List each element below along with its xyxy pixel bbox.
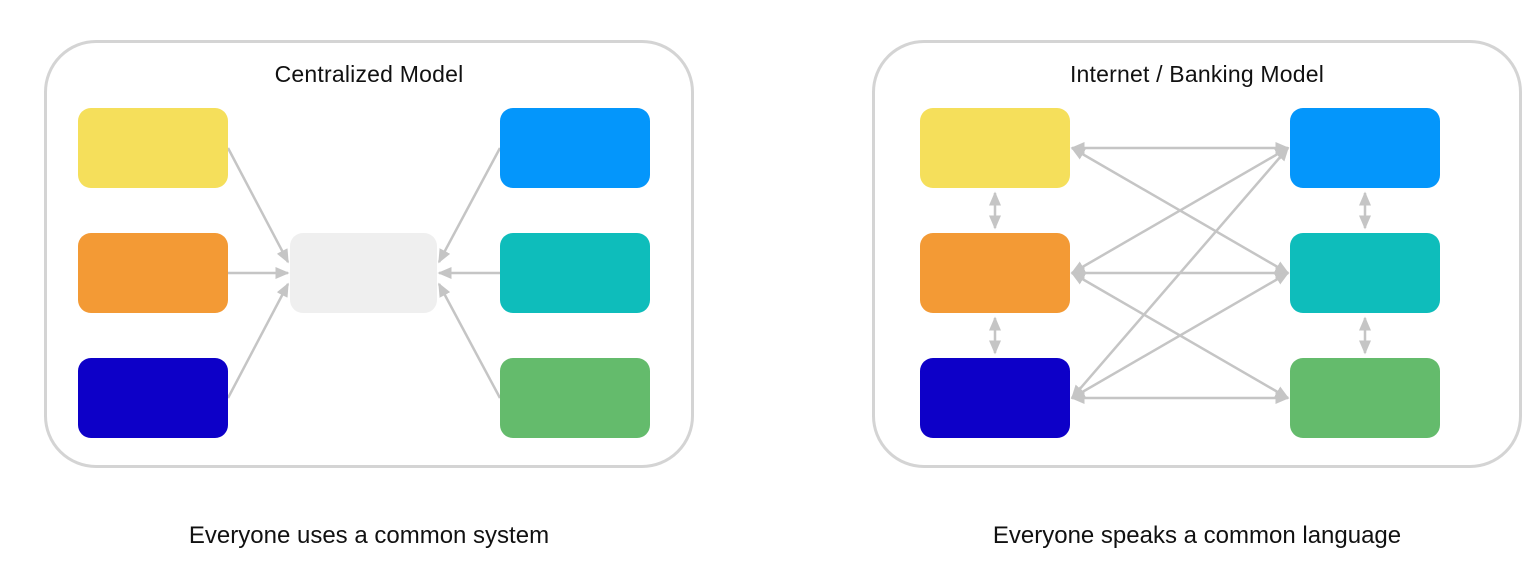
- internet-banking-model-title: Internet / Banking Model: [1069, 61, 1325, 87]
- internet-banking-node-teal: [1290, 233, 1440, 313]
- centralized-node-dark-blue: [78, 358, 228, 438]
- centralized-node-teal: [500, 233, 650, 313]
- centralized-node-green: [500, 358, 650, 438]
- centralized-node-orange: [78, 233, 228, 313]
- centralized-model-title: Centralized Model: [274, 61, 464, 87]
- internet-banking-model-caption: Everyone speaks a common language: [992, 522, 1402, 549]
- centralized-node-light-blue: [500, 108, 650, 188]
- internet-banking-node-light-blue: [1290, 108, 1440, 188]
- centralized-model-caption: Everyone uses a common system: [188, 522, 550, 549]
- internet-banking-node-green: [1290, 358, 1440, 438]
- centralized-hub-node: [290, 233, 437, 313]
- internet-banking-node-orange: [920, 233, 1070, 313]
- internet-banking-node-yellow: [920, 108, 1070, 188]
- internet-banking-node-dark-blue: [920, 358, 1070, 438]
- centralized-node-yellow: [78, 108, 228, 188]
